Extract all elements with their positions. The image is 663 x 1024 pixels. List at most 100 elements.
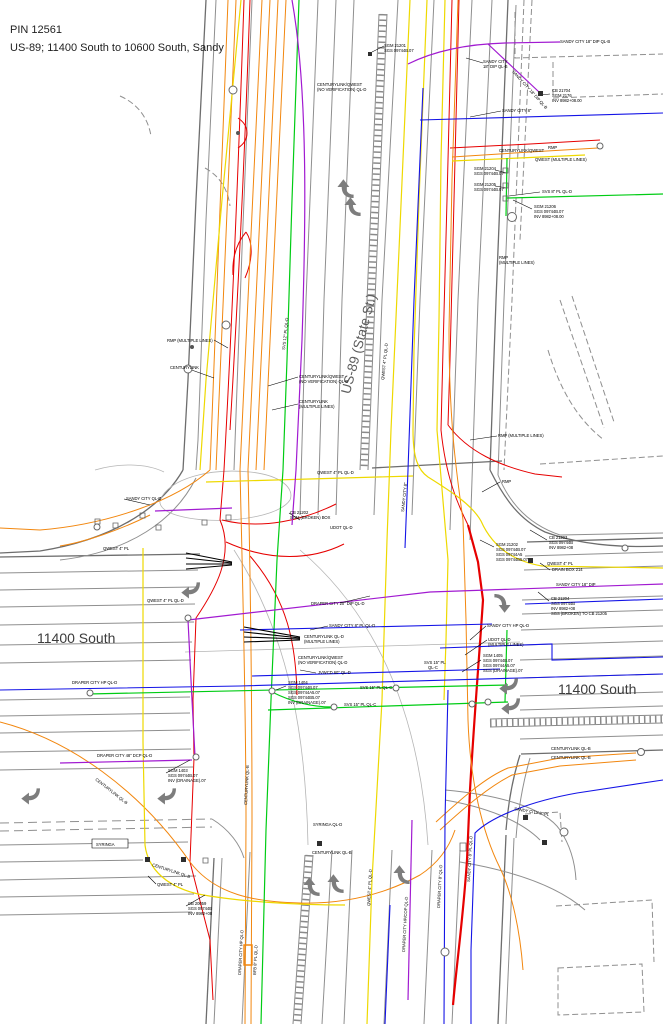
utility-label: DRAPER CITY 8" QL-D: [436, 865, 443, 909]
utility-label: CENTURYLINK/QWEST: [499, 148, 545, 153]
utility-label: INV 8982+08: [551, 606, 576, 611]
utility-label: SGS 09744A5.07: [483, 663, 516, 668]
utility-label: CENTURYLINK: [299, 399, 328, 404]
utility-label: SVS 15" PL QL-C: [344, 702, 376, 707]
utility-label: SGM 21205: [474, 182, 497, 187]
utility-label: SVS 15" PL QL-C: [360, 685, 392, 690]
utility-label: SANDY CITY: [483, 59, 508, 64]
utility-label: SGM 1403: [168, 768, 188, 773]
utility-pressure-dip-lines: [60, 0, 663, 1000]
road-label-11400-south-west: 11400 South: [37, 630, 115, 646]
utility-label: SANDY CITY HP QL-D: [487, 623, 529, 628]
utility-label: SGM 2176: [552, 93, 572, 98]
utility-label: DRAPER CITY HP QL-D: [72, 680, 117, 685]
utility-label: INV (DRAINAGE).07: [168, 778, 206, 783]
utility-label: SGS (DRAINAGE).07: [483, 668, 523, 673]
utility-water-lines: [0, 88, 663, 1024]
utility-label: SANDY CITY 8" PL QL-D: [466, 836, 473, 882]
utility-label: SGS 09744B.07: [496, 547, 526, 552]
utility-label: CENTURYLINK QL-B: [94, 777, 128, 805]
utility-label: QWEST 4" PL: [547, 561, 574, 566]
utility-label: CB 21202: [290, 510, 309, 515]
utility-label: SGM 21201: [384, 43, 407, 48]
utility-label: SGM 1405: [483, 653, 503, 658]
utility-label: DRAPER CITY HP/COP QL-D: [401, 897, 409, 952]
utility-label: SANDY CITY 8": [502, 108, 532, 113]
utility-label: DRAPER CITY 48" DCP QL-D: [97, 753, 152, 758]
utility-label: SGS 09744B.07: [474, 171, 504, 176]
utility-label: CENTURYLINK QL-B: [551, 746, 591, 751]
utility-label: CENTURYLINK QL-D: [304, 634, 344, 639]
road-label-11400-south-east: 11400 South: [558, 681, 636, 697]
utility-label: SANDY CITY 8" PL: [514, 806, 550, 817]
utility-label: QWEST 4" PL QL-D: [317, 470, 354, 475]
utility-label: RMP (MULTIPLE LINES): [167, 338, 213, 343]
utility-sewer-svs-lines: [88, 0, 663, 1024]
utility-label: UDOT QL-D: [330, 525, 353, 530]
utility-label: SGS 09744B.07: [168, 773, 198, 778]
utility-label: UDOT QL-D: [488, 637, 511, 642]
utility-label: INV 8982+08.00: [552, 98, 582, 103]
utility-label: (NO VERIFICATION) QL-D: [299, 379, 348, 384]
utility-label: INV (DRAINAGE).07: [288, 700, 326, 705]
utility-label: (MULTIPLE LINES): [499, 260, 535, 265]
utility-box-symbols: [92, 52, 547, 965]
utility-label: QWEST 4" PL: [103, 546, 130, 551]
utility-label: (NO VERIFICATION) QL-D: [298, 660, 347, 665]
utility-label: SGS 09744B.07: [288, 685, 318, 690]
utility-label: SGS 09744B: [549, 540, 573, 545]
utility-label: QWEST 4" PL QL-D: [366, 869, 373, 906]
utility-power-rmp-lines: [190, 0, 600, 1005]
sheet-pin-label: PIN 12561: [10, 24, 62, 36]
utility-label: CENTURYLINK: [170, 365, 199, 370]
utility-label: CENTURYLINK/QWEST: [317, 82, 363, 87]
utility-label: SGS 09744B5.07: [288, 695, 321, 700]
utility-label: SGS 09744B: [188, 906, 212, 911]
utility-label: INV 8982+08: [549, 545, 574, 550]
utility-label: INV 8982+08: [188, 911, 213, 916]
utility-label: CENTURYLINK QL-B: [551, 755, 591, 760]
utility-label: SANDY CITY 8": [400, 482, 408, 512]
utility-label: CENTURYLINK QL-B: [312, 850, 352, 855]
utility-label: (MULTIPLE LINES): [488, 642, 524, 647]
utility-label: SGS 09744B: [551, 601, 575, 606]
utility-label: SGM 21204: [474, 166, 497, 171]
utility-label: CENTURYLINK QL-B: [243, 765, 250, 805]
utility-label: QL-C: [428, 665, 438, 670]
utility-label: SGS 09744B5.07: [496, 557, 529, 562]
utility-label: QWEST (MULTIPLE LINES): [535, 157, 587, 162]
utility-label: RMP (MULTIPLE LINES): [498, 433, 544, 438]
utility-label: RMP: [548, 145, 557, 150]
utility-label: INV 8982+08.00: [534, 214, 564, 219]
manhole-symbols: [87, 86, 645, 956]
utility-label: SGS 09744A5: [496, 552, 523, 557]
utility-labels-layer: CENTURYLINK/QWEST(NO VERIFICATION) QL-DS…: [72, 39, 610, 975]
utility-label: SANDY CITY 18" DIP QL-B: [560, 39, 610, 44]
syringa-label-box: [92, 839, 128, 848]
utility-label: SYRINGA: [96, 842, 115, 847]
utility-label: SGM 21206: [534, 204, 557, 209]
utility-label: CB 20059: [188, 901, 207, 906]
utility-label: SYRINGA QL-D: [313, 822, 342, 827]
utility-label: QWEST 4" PL QL-D: [380, 343, 389, 380]
utility-label: SGS 09744B.07: [483, 658, 513, 663]
utility-label: SGS 09744A5.07: [288, 690, 321, 695]
utility-qwest-lines: [143, 0, 663, 1024]
sheet-project-title: US-89; 11400 South to 10600 South, Sandy: [10, 42, 224, 54]
utility-label: (NO VERIFICATION) QL-D: [317, 87, 366, 92]
callout-leaders: [124, 46, 550, 906]
utility-label: SGS 09744B.07: [474, 187, 504, 192]
utility-label: JVWCD 60" QL-D: [318, 670, 351, 675]
utility-label: (MULTIPLE LINES): [304, 639, 340, 644]
utility-label: SGS 09744B.07: [534, 209, 564, 214]
right-of-way-lines: [504, 0, 663, 1015]
utility-label: RMP: [502, 479, 511, 484]
utility-label: SGM (BROKEN) BOX: [290, 515, 331, 520]
utility-label: SVS 8" PL QL-D: [542, 189, 572, 194]
utility-label: SANDY CITY 18" DIP QL-B: [511, 69, 548, 110]
utility-label: QWEST 4" PL QL-D: [147, 598, 184, 603]
utility-label: CENTURYLINK/QWEST: [298, 655, 344, 660]
